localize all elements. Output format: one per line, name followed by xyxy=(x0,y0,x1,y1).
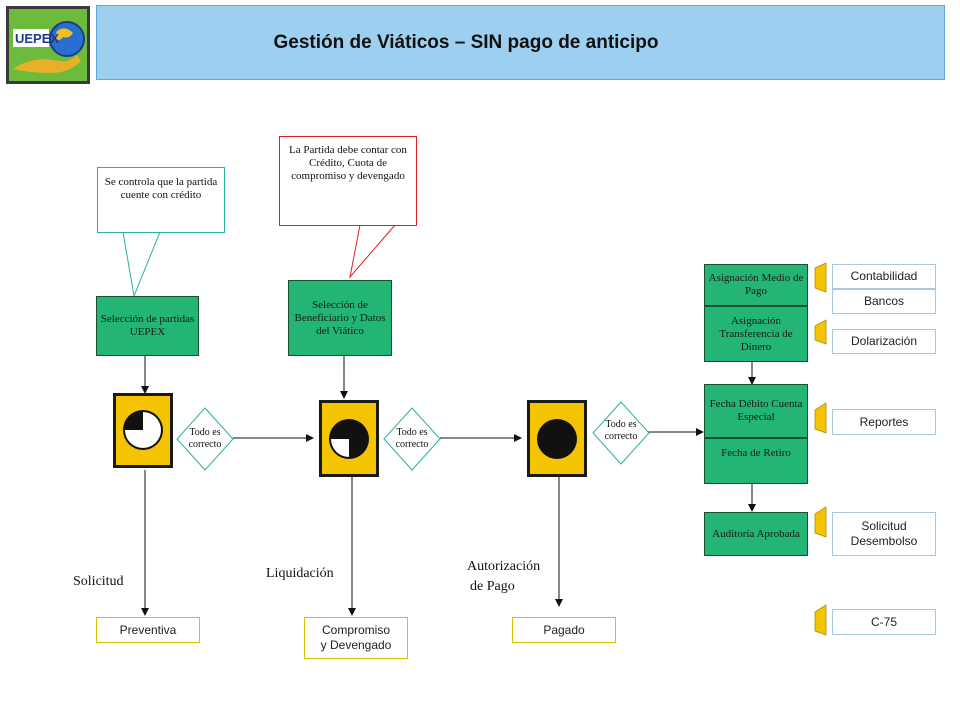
header-bar xyxy=(96,5,945,80)
stage-icon-half xyxy=(319,400,379,477)
pie-full-icon xyxy=(537,419,577,459)
report-dolarizacion[interactable]: Dolarización xyxy=(832,329,936,354)
report-contabilidad[interactable]: Contabilidad xyxy=(832,264,936,289)
decision-1-label: Todo es correcto xyxy=(188,427,222,450)
decision-diamond-2 xyxy=(383,407,441,471)
callout-credit-check xyxy=(97,167,225,233)
output-preventiva[interactable]: Preventiva xyxy=(96,617,200,643)
callout-partida-requirements xyxy=(279,136,417,226)
step-fecha-debito[interactable]: Fecha Débito Cuenta Especial xyxy=(704,384,808,438)
output-pagado[interactable]: Pagado xyxy=(512,617,616,643)
decision-2-label: Todo es correcto xyxy=(395,427,429,450)
uepex-logo: UEPEX xyxy=(6,6,90,84)
page-title: Gestión de Viáticos – SIN pago de antici… xyxy=(273,32,659,53)
step-fecha-retiro[interactable]: Fecha de Retiro xyxy=(704,438,808,484)
report-solicitud-desembolso[interactable]: Solicitud Desembolso xyxy=(832,512,936,556)
stage-label-autorizacion-2: de Pago xyxy=(470,579,515,594)
decision-diamond-3 xyxy=(592,401,650,465)
stage-label-liquidacion: Liquidación xyxy=(266,566,334,581)
pie-three-quarter-icon xyxy=(123,410,163,450)
stage-icon-full xyxy=(527,400,587,477)
callout-partida-requirements-text: La Partida debe contar con Crédito, Cuot… xyxy=(289,144,407,182)
output-compromiso-devengado[interactable]: Compromiso y Devengado xyxy=(304,617,408,659)
step-asignacion-transferencia[interactable]: Asignación Transferencia de Dinero xyxy=(704,306,808,362)
report-c75[interactable]: C-75 xyxy=(832,609,936,635)
report-reportes[interactable]: Reportes xyxy=(832,409,936,435)
stage-label-autorizacion-1: Autorización xyxy=(467,559,541,574)
stage-icon-quarter xyxy=(113,393,173,468)
globe-hand-icon xyxy=(9,9,87,81)
report-bancos[interactable]: Bancos xyxy=(832,289,936,314)
step-seleccion-beneficiario[interactable]: Selección de Beneficiario y Datos del Vi… xyxy=(288,280,392,356)
stage-label-solicitud: Solicitud xyxy=(73,574,124,589)
step-seleccion-partidas[interactable]: Selección de partidas UEPEX xyxy=(96,296,199,356)
decision-diamond-1 xyxy=(176,407,234,471)
step-auditoria[interactable]: Auditoría Aprobada xyxy=(704,512,808,556)
step-asignacion-medio[interactable]: Asignación Medio de Pago xyxy=(704,264,808,306)
pie-quarter-white-icon xyxy=(329,419,369,459)
callout-credit-check-text: Se controla que la partida cuente con cr… xyxy=(104,176,218,201)
logo-text: UEPEX xyxy=(15,31,60,46)
decision-3-label: Todo es correcto xyxy=(604,419,638,442)
